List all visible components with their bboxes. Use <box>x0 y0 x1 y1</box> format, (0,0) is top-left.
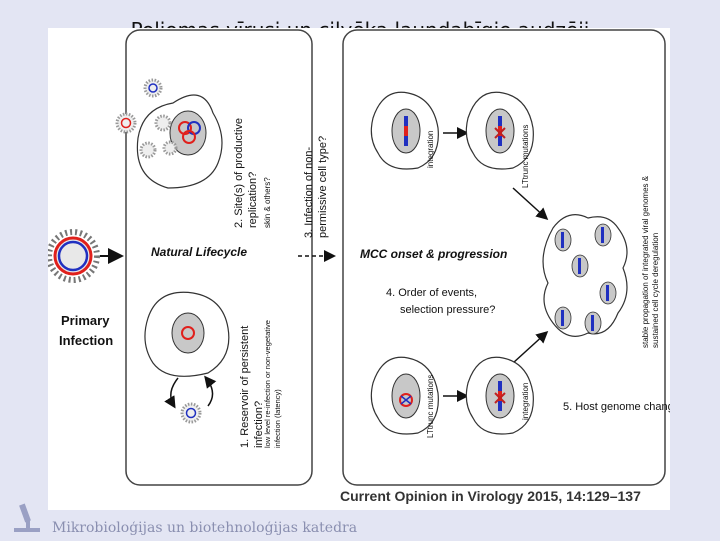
stable-propagation-label: stable propagation of integrated viral g… <box>641 175 660 348</box>
reinfection-arrows-icon <box>164 375 217 424</box>
integration-top-label: integration <box>426 131 435 168</box>
question-5-label: 5. Host genome changes? <box>563 401 670 413</box>
arrow-to-tumor-bottom <box>512 330 549 364</box>
integration-bottom-label: integration <box>521 383 530 420</box>
cell-bottom-2-icon <box>465 356 534 435</box>
lifecycle-diagram: Primary Infection Natural Lifecycle 2. S… <box>48 29 670 486</box>
citation: Current Opinion in Virology 2015, 14:129… <box>340 488 641 504</box>
footer-logo <box>8 500 408 536</box>
question-1-sub: low level re-infection or non-vegetative… <box>263 320 282 448</box>
cell-bottom-1-icon <box>370 356 439 435</box>
svg-text:Infection: Infection <box>59 333 113 348</box>
tumor-cluster-icon <box>542 214 628 337</box>
ltrunc-top-label: LTtrunc mutations <box>521 125 530 188</box>
cell-top-1-icon <box>370 91 439 170</box>
natural-lifecycle-panel <box>125 29 313 486</box>
natural-lifecycle-label: Natural Lifecycle <box>151 245 247 259</box>
ltrunc-bottom-label: LTtrunc mutations <box>426 375 435 438</box>
cell-top-2-icon <box>465 91 534 170</box>
question-3-label: 3. Infection of non-permissive cell type… <box>303 136 329 238</box>
lifecycle-figure: Primary Infection Natural Lifecycle 2. S… <box>48 28 670 510</box>
virion-icon <box>48 229 100 283</box>
microscope-icon <box>14 503 40 532</box>
mcc-onset-label: MCC onset & progression <box>360 247 507 261</box>
mcc-panel <box>342 29 666 486</box>
persistent-cell-icon <box>144 291 230 377</box>
arrow-to-tumor-top <box>512 187 549 221</box>
virions-released-icon <box>115 78 178 159</box>
productive-cell-icon <box>136 94 223 189</box>
footer-text: Mikrobioloģijas un biotehnoloģijas kated… <box>52 520 358 536</box>
question-4-label: 4. Order of events,selection pressure? <box>386 287 495 316</box>
primary-infection-label: Primary <box>61 313 110 328</box>
question-2-sub: skin & others? <box>263 177 272 228</box>
